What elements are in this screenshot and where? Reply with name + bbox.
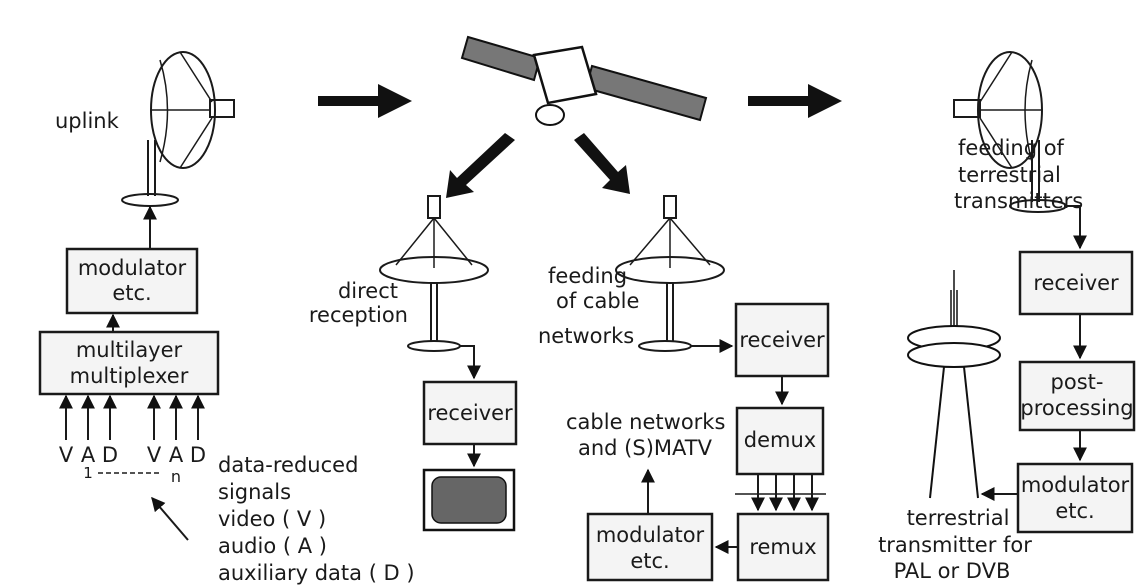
receiver-cable-box (734, 302, 830, 378)
receiver-terr-box (1018, 250, 1134, 316)
modulator-box-left (65, 247, 199, 315)
uplink-label: uplink (55, 109, 120, 133)
transmitter-tower-icon (907, 270, 1001, 499)
receiver-direct-box (422, 380, 518, 446)
satellite-to-cable-arrow (574, 133, 630, 194)
multiplexer-line2: multiplexer (70, 364, 189, 388)
input-vn: V (147, 443, 162, 467)
terr-transmitter-line1: terrestrial (907, 506, 1010, 530)
signals-line4: audio ( A ) (218, 534, 327, 558)
multiplexer-line1: multilayer (76, 338, 183, 362)
postprocessing-line2: processing (1020, 396, 1133, 420)
satellite-to-terrestrial-arrow (748, 84, 842, 118)
satellite-icon (460, 35, 708, 126)
cable-feed-dish-icon (615, 195, 725, 352)
satellite-to-direct-arrow (446, 133, 515, 198)
input-index-last: n (171, 467, 181, 486)
direct-line1: direct (338, 279, 398, 303)
terr-transmitter-line2: transmitter for (878, 533, 1032, 557)
modulator-cable-line2: etc. (630, 549, 669, 573)
feeding-terr-line3: transmitters (954, 189, 1083, 213)
multiplexer-box (38, 330, 220, 396)
modulator-terr-line2: etc. (1055, 499, 1094, 523)
modulator-cable-line1: modulator (596, 523, 705, 547)
uplink-to-satellite-arrow (318, 84, 412, 118)
postprocessing-line1: post- (1051, 370, 1104, 394)
input-v1: V (59, 443, 74, 467)
feeding-cable-line2: of cable (556, 289, 639, 313)
direct-line2: reception (309, 303, 408, 327)
feeding-cable-line3: networks (538, 324, 634, 348)
modulator-terr-box (1016, 462, 1134, 534)
input-index-first: 1 (83, 464, 93, 482)
dish-to-receiver-arrow (460, 345, 481, 380)
input-an: A (169, 443, 184, 467)
signals-line3: video ( V ) (218, 507, 326, 531)
remux-label: remux (749, 535, 816, 559)
signals-line5: auxiliary data ( D ) (218, 561, 415, 585)
receiver-terr-label: receiver (1033, 271, 1119, 295)
receiver-cable-label: receiver (739, 328, 825, 352)
feeding-terr-line1: feeding of (958, 136, 1065, 160)
terrestrial-feed-dish-icon (953, 51, 1067, 213)
receiver-direct-label: receiver (427, 401, 513, 425)
feeding-terr-line2: terrestrial (958, 163, 1061, 187)
modulator-left-line2: etc. (112, 281, 151, 305)
input-a1: A (81, 443, 96, 467)
modulator-cable-box (586, 512, 714, 582)
demux-box (735, 406, 825, 476)
input-dn: D (190, 443, 206, 467)
signals-pointer-arrow (151, 496, 189, 541)
feeding-cable-line1: feeding (548, 264, 627, 288)
input-arrows (59, 394, 205, 440)
modulator-left-line1: modulator (78, 256, 187, 280)
direct-reception-dish-icon (379, 195, 489, 352)
cable-networks-line2: and (S)MATV (578, 436, 713, 460)
signals-line1: data-reduced (218, 453, 358, 477)
terr-dish-to-receiver-arrow (1064, 205, 1087, 250)
tv-icon (422, 468, 516, 532)
demux-to-remux-arrows (735, 474, 826, 512)
modulator-terr-line1: modulator (1021, 473, 1130, 497)
signals-line2: signals (218, 480, 291, 504)
input-d1: D (102, 443, 118, 467)
postprocessing-box (1018, 360, 1136, 432)
demux-label: demux (744, 428, 816, 452)
terr-transmitter-line3: PAL or DVB (894, 559, 1011, 583)
uplink-dish-icon (121, 51, 235, 207)
cable-networks-line1: cable networks (566, 410, 725, 434)
